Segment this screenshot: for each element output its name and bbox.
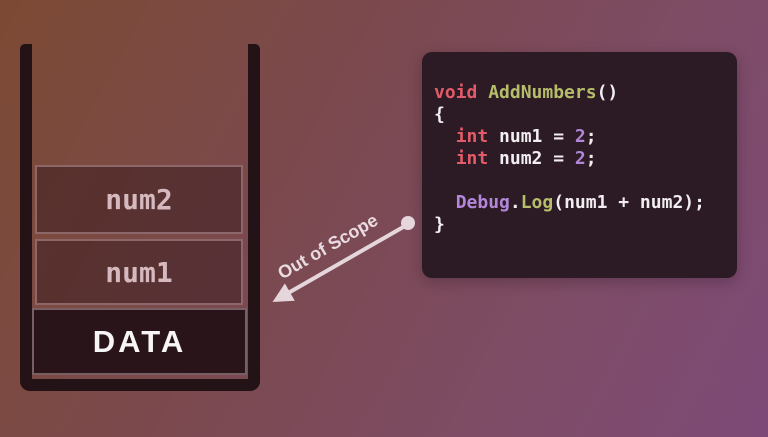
code-token-plain: }	[434, 214, 445, 235]
code-token-plain: ()	[596, 82, 619, 103]
code-line: int num2 = 2;	[434, 148, 727, 170]
stack-block-label: num1	[105, 255, 173, 289]
code-line: }	[434, 214, 727, 236]
code-line: void AddNumbers()	[434, 82, 727, 104]
code-token-plain	[434, 126, 456, 147]
code-panel: void AddNumbers(){ int num1 = 2; int num…	[422, 52, 737, 278]
code-token-plain	[477, 82, 488, 103]
code-token-number: 2	[574, 126, 586, 147]
code-token-function: AddNumbers	[488, 82, 597, 103]
code-token-keyword: int	[455, 148, 489, 169]
code-token-function: Log	[520, 192, 554, 213]
code-line: int num1 = 2;	[434, 126, 727, 148]
code-token-plain: ;	[585, 148, 597, 169]
code-token-plain	[434, 148, 456, 169]
code-token-keyword: void	[434, 82, 478, 103]
code-token-plain	[434, 192, 456, 213]
code-token-number: 2	[574, 148, 586, 169]
stack-block-num1: num1	[35, 239, 243, 305]
stack-block-data: DATA	[32, 308, 247, 375]
stack-block-label: DATA	[92, 323, 187, 359]
code-line: {	[434, 104, 727, 126]
code-line: Debug.Log(num1 + num2);	[434, 192, 727, 214]
code-token-keyword: int	[455, 126, 489, 147]
code-token-plain: {	[434, 104, 445, 125]
code-token-plain: (num1 + num2);	[553, 192, 705, 213]
stack-container	[20, 44, 260, 391]
stack-block-label: num2	[105, 183, 173, 216]
out-of-scope-label: Out of Scope	[274, 209, 382, 284]
code-token-type: Debug	[455, 192, 510, 213]
arrow-origin-dot	[401, 216, 415, 230]
code-token-plain: num1 =	[488, 126, 575, 147]
code-token-plain: num2 =	[488, 148, 575, 169]
code-block: void AddNumbers(){ int num1 = 2; int num…	[434, 82, 727, 236]
stack-block-num2: num2	[35, 165, 243, 234]
code-line	[434, 170, 727, 192]
code-token-plain: .	[509, 192, 521, 213]
code-token-plain: ;	[585, 126, 597, 147]
